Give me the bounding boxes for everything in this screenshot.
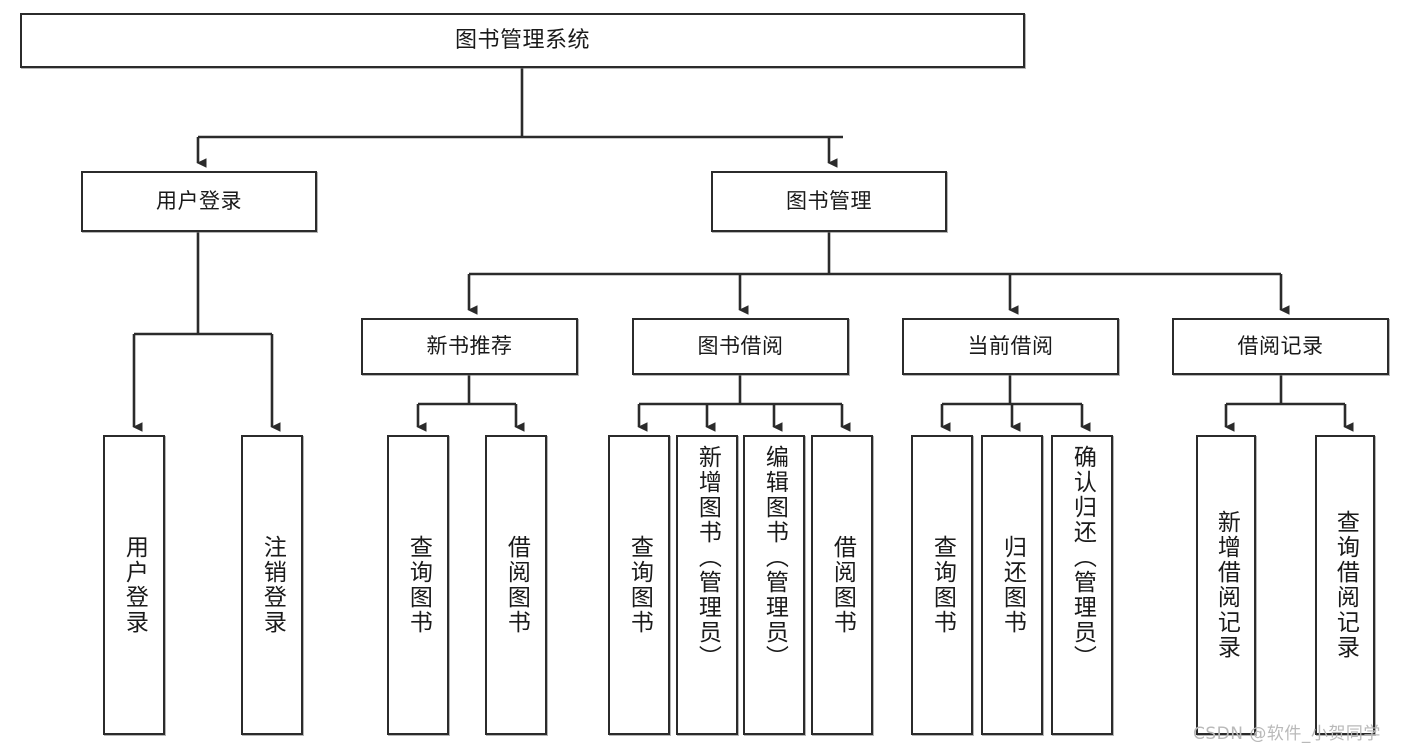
node-leaf-query-book-3-label: 查询图书 bbox=[929, 535, 956, 635]
node-new-book-recommend-label: 新书推荐 bbox=[426, 334, 513, 359]
node-root-label: 图书管理系统 bbox=[454, 27, 590, 53]
node-book-borrow-label: 图书借阅 bbox=[697, 334, 784, 359]
node-leaf-borrow-book-1[interactable]: 借阅图书 bbox=[485, 435, 547, 735]
node-user-login-label: 用户登录 bbox=[156, 189, 242, 214]
node-leaf-borrow-book-2[interactable]: 借阅图书 bbox=[811, 435, 873, 735]
node-leaf-logout[interactable]: 注销登录 bbox=[241, 435, 303, 735]
node-leaf-edit-book-admin[interactable]: 编辑图书（管理员） bbox=[743, 435, 805, 735]
node-leaf-return-book-label: 归还图书 bbox=[999, 535, 1026, 635]
node-borrow-record-label: 借阅记录 bbox=[1237, 334, 1324, 359]
node-book-manage-label: 图书管理 bbox=[786, 189, 872, 214]
node-leaf-query-borrow-record[interactable]: 查询借阅记录 bbox=[1315, 435, 1375, 735]
node-leaf-confirm-return-admin[interactable]: 确认归还（管理员） bbox=[1051, 435, 1113, 735]
node-book-manage[interactable]: 图书管理 bbox=[711, 171, 947, 232]
node-leaf-logout-label: 注销登录 bbox=[259, 535, 286, 635]
node-book-borrow[interactable]: 图书借阅 bbox=[632, 318, 849, 375]
node-leaf-add-borrow-record-label: 新增借阅记录 bbox=[1213, 510, 1240, 660]
node-leaf-add-book-admin-label: 新增图书（管理员） bbox=[694, 445, 721, 670]
csdn-watermark: CSDN @软件_小贺同学 bbox=[1193, 724, 1381, 744]
node-leaf-query-book-2[interactable]: 查询图书 bbox=[608, 435, 670, 735]
node-leaf-confirm-return-admin-label: 确认归还（管理员） bbox=[1069, 445, 1096, 670]
node-current-borrow-label: 当前借阅 bbox=[967, 334, 1054, 359]
node-leaf-query-book-1[interactable]: 查询图书 bbox=[387, 435, 449, 735]
node-leaf-add-borrow-record[interactable]: 新增借阅记录 bbox=[1196, 435, 1256, 735]
node-leaf-user-login[interactable]: 用户登录 bbox=[103, 435, 165, 735]
node-leaf-query-borrow-record-label: 查询借阅记录 bbox=[1332, 510, 1359, 660]
node-root[interactable]: 图书管理系统 bbox=[20, 13, 1025, 68]
node-user-login[interactable]: 用户登录 bbox=[81, 171, 317, 232]
node-leaf-borrow-book-2-label: 借阅图书 bbox=[829, 535, 856, 635]
node-leaf-borrow-book-1-label: 借阅图书 bbox=[503, 535, 530, 635]
node-leaf-query-book-2-label: 查询图书 bbox=[626, 535, 653, 635]
node-leaf-add-book-admin[interactable]: 新增图书（管理员） bbox=[676, 435, 738, 735]
node-leaf-edit-book-admin-label: 编辑图书（管理员） bbox=[761, 445, 788, 670]
node-leaf-query-book-3[interactable]: 查询图书 bbox=[911, 435, 973, 735]
node-new-book-recommend[interactable]: 新书推荐 bbox=[361, 318, 578, 375]
node-borrow-record[interactable]: 借阅记录 bbox=[1172, 318, 1389, 375]
node-leaf-return-book[interactable]: 归还图书 bbox=[981, 435, 1043, 735]
node-leaf-user-login-label: 用户登录 bbox=[121, 535, 148, 635]
node-leaf-query-book-1-label: 查询图书 bbox=[405, 535, 432, 635]
node-current-borrow[interactable]: 当前借阅 bbox=[902, 318, 1119, 375]
